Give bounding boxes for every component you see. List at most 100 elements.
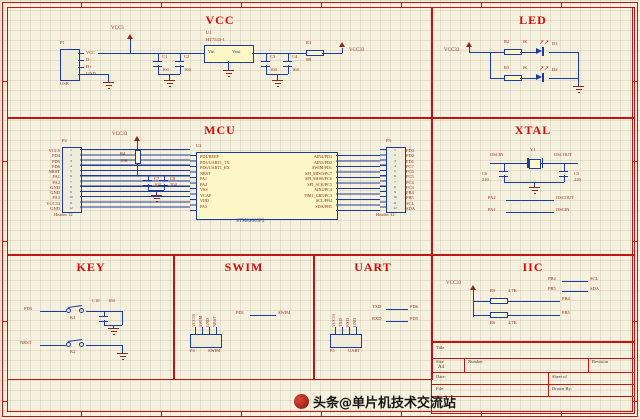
element [105, 85, 112, 86]
swim-connector-body [190, 334, 222, 348]
pin-name: VCAP [200, 192, 212, 198]
section-title-vcc: VCC [205, 13, 235, 27]
section-led: LED VCC33 R2 1K ↗↗ D1 R3 1K ↗↗ D2 [431, 7, 635, 119]
titleblock-number-label: Number [468, 359, 483, 364]
net-label: PC6 [406, 169, 414, 174]
element [529, 187, 540, 188]
res-value: 4.7K [508, 320, 517, 325]
net-label: PD2 [406, 153, 415, 159]
element [542, 73, 544, 82]
connector-ref: P4 [190, 348, 195, 353]
element [223, 70, 234, 71]
pin-number: 1 [394, 148, 396, 152]
ic-ref: U1 [206, 30, 212, 35]
titleblock-title-label: Title [436, 345, 445, 350]
key-ref: K2 [70, 349, 76, 354]
wire [386, 309, 408, 310]
titleblock-line [432, 372, 634, 373]
titleblock-file-label: File: [436, 386, 445, 391]
wire [137, 163, 138, 175]
net-label: OSCOUT [556, 195, 575, 200]
led-ref: D1 [552, 41, 558, 46]
wire [164, 175, 165, 180]
net-label: SDA [590, 286, 600, 291]
ic-part: STM8S003F3 [236, 219, 265, 224]
titleblock-line [588, 358, 589, 372]
net-label: PC4 [406, 179, 414, 185]
titleblock-sheet-label: Sheet of [552, 374, 567, 379]
wire [137, 141, 138, 150]
wire [113, 325, 114, 328]
title-block: Title Size A4 Number Revision Date: Shee… [431, 341, 635, 414]
led-icon-d1: ↗↗ [536, 40, 549, 56]
net-label: TXD [339, 318, 343, 327]
pin-name: PD4/BEEP [200, 154, 219, 159]
wire [490, 78, 504, 79]
pin-number: 3 [394, 158, 396, 163]
element [66, 308, 71, 313]
wire [562, 281, 588, 282]
element [119, 356, 126, 357]
wire [490, 52, 504, 53]
net-label: RXD [372, 316, 382, 321]
element [227, 76, 230, 77]
pin-number: 9 [394, 190, 396, 194]
net-label: GND [206, 317, 210, 327]
cap-value: 220 [574, 177, 581, 182]
watermark: 头条@单片机技术交流站 [294, 392, 456, 411]
wire [469, 52, 490, 53]
element [79, 342, 84, 347]
pin-number: 2 [70, 153, 72, 158]
net-label: PD3 [24, 306, 33, 311]
wire [564, 164, 565, 171]
element [153, 198, 160, 199]
wire [490, 52, 491, 78]
capacitor-icon-c7 [143, 180, 152, 186]
capacitor-icon-c5 [559, 171, 568, 177]
pin-number: 6 [394, 174, 396, 179]
cap-ref: C4 [292, 54, 298, 59]
element [155, 201, 158, 202]
element [542, 47, 544, 56]
titleblock-date-label: Date: [436, 374, 446, 379]
wire [288, 65, 289, 74]
net-label: TXD [372, 304, 382, 309]
connector-name: Header 12 [54, 212, 73, 217]
net-label: PB5 [406, 195, 414, 201]
ground-symbol [272, 80, 283, 87]
net-label: PA1 [52, 174, 60, 180]
wire [549, 78, 578, 79]
element [164, 80, 175, 81]
wire [108, 74, 109, 82]
wire [473, 290, 474, 317]
connector-ref: P2 [62, 138, 67, 143]
element [272, 80, 283, 81]
ground-symbol [164, 80, 175, 87]
pin-name: PA3 [200, 203, 208, 209]
capacitor-icon-c2 [175, 61, 184, 67]
titleblock-size-value: A4 [438, 365, 445, 370]
res-value: 4.7K [508, 288, 517, 293]
net-label: VCC33 [192, 314, 196, 327]
cap-ref: C5 [574, 171, 580, 176]
net-label: PC3 [406, 184, 414, 190]
net-label: PD4 [51, 153, 60, 159]
capacitor-icon-c4 [283, 61, 292, 67]
cap-ref: C10 [92, 298, 100, 303]
pin-name: AIN4/PD3 [313, 154, 332, 159]
pin-number: 5 [394, 169, 396, 173]
pin-stubs [335, 327, 357, 334]
net-label: PD5 [51, 158, 60, 164]
net-label-oscin: OSCIN [490, 152, 504, 157]
led-arrows: ↗↗ [539, 66, 550, 72]
header-p3-body [386, 147, 406, 213]
connector-ref: P5 [330, 348, 335, 353]
res-ref: R4 [120, 151, 126, 156]
element [533, 193, 536, 194]
led-icon-d2: ↗↗ [536, 66, 549, 82]
ground-symbol [108, 328, 119, 335]
